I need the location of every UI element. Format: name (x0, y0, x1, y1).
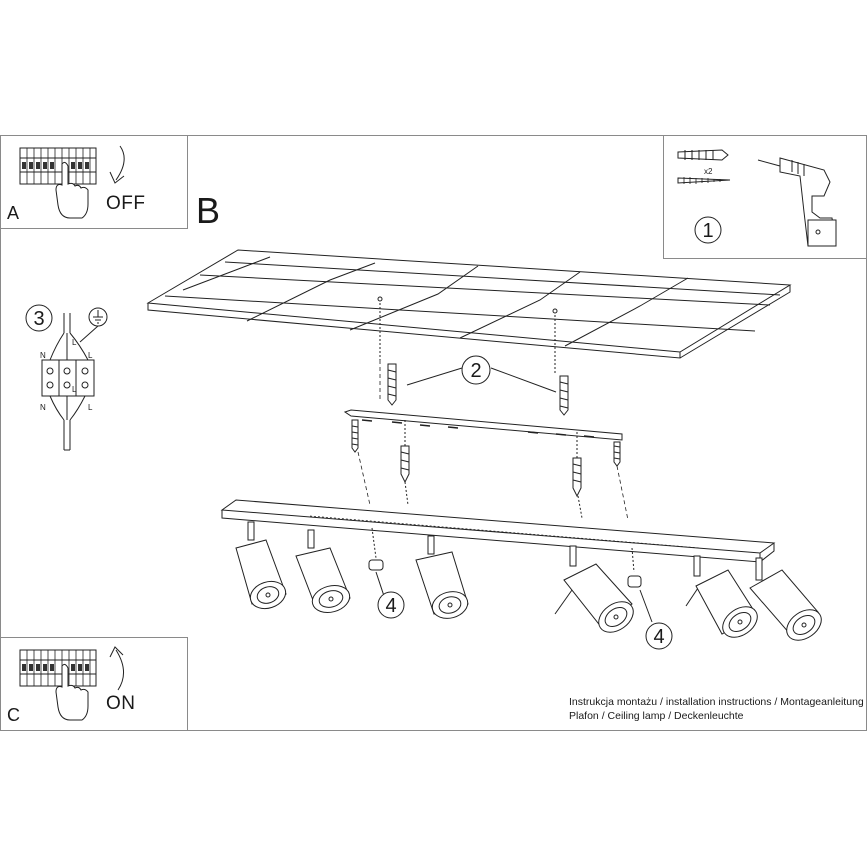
wire-l-mid: L (72, 338, 77, 347)
arrow-down-icon (115, 145, 125, 181)
screw-right (572, 432, 582, 498)
wire-n-top: N (40, 351, 46, 360)
screw-cap-right (627, 547, 653, 623)
step-1-badge (694, 216, 722, 244)
lamp-base-bar (220, 499, 776, 563)
arrow-up-icon (115, 649, 124, 691)
instruction-frame (0, 135, 867, 731)
ceiling-tiles (146, 249, 792, 359)
drill-hole-right (552, 308, 558, 314)
caption-line-2: Plafon / Ceiling lamp / Deckenleuchte (569, 710, 744, 722)
step-4-number-left: 4 (385, 595, 396, 617)
step-1-number: 1 (702, 220, 713, 242)
spotlight-3 (415, 535, 469, 619)
ground-icon (79, 307, 108, 343)
spotlight-4 (554, 545, 634, 633)
switch-panel-off-icon (19, 147, 97, 185)
spotlight-2 (295, 529, 351, 613)
hand-icon (55, 663, 89, 721)
drill-icon (757, 157, 837, 247)
spotlight-5 (685, 555, 758, 638)
wire-l-bottom: L (88, 403, 93, 412)
terminal-block-icon (41, 313, 95, 451)
step-3-number: 3 (33, 308, 44, 330)
screw-left (400, 420, 410, 484)
wall-plug-right (559, 375, 569, 416)
step-b-letter: B (196, 190, 221, 231)
spotlight-6 (749, 557, 822, 641)
screw-cap-left (368, 527, 385, 597)
step-4-number-right: 4 (653, 626, 664, 648)
step-3-badge (25, 304, 53, 332)
step-c-label: ON (106, 693, 136, 714)
step-4-badge-right (645, 622, 673, 650)
spotlight-1 (235, 521, 287, 610)
wire-l-low: L (72, 385, 77, 394)
wall-plug-left (387, 363, 397, 406)
wire-l-top: L (88, 351, 93, 360)
switch-panel-on-icon (19, 649, 97, 687)
wall-plug-icon (677, 149, 729, 161)
caption-line-1: Instrukcja montażu / installation instru… (569, 696, 864, 708)
mounting-bracket (343, 409, 623, 467)
screw-icon (677, 177, 731, 184)
step-c-letter: C (7, 705, 20, 725)
step-a-letter: A (7, 203, 20, 223)
drill-hole-left (377, 296, 383, 302)
step-2-badge (461, 355, 491, 385)
kit-quantity: x2 (704, 167, 713, 176)
hand-icon (55, 161, 89, 219)
wire-n-bottom: N (40, 403, 46, 412)
step-4-badge-left (377, 591, 405, 619)
step-a-label: OFF (106, 193, 146, 214)
step-2-number: 2 (470, 360, 481, 382)
